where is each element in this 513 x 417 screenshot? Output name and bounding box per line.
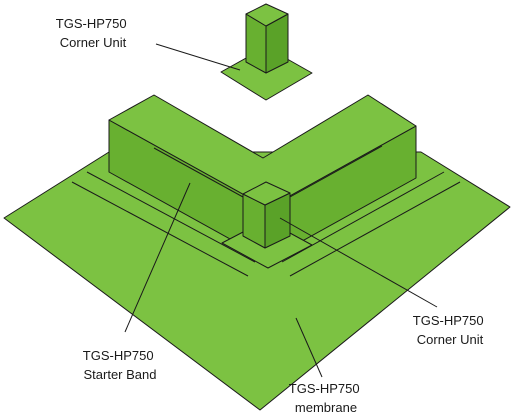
- label-corner-unit-top-line2: Corner Unit: [60, 35, 127, 50]
- leader-starter-band: [124, 182, 191, 333]
- label-membrane: TGS-HP750 membrane: [289, 381, 363, 415]
- membrane-overlap-left: [86, 171, 256, 263]
- starter-band: [108, 94, 417, 261]
- installed-corner-unit-top-face: [242, 181, 291, 206]
- label-membrane-line2: membrane: [295, 400, 357, 415]
- label-corner-unit-right-line2: Corner Unit: [417, 332, 484, 347]
- label-corner-unit-top: TGS-HP750 Corner Unit: [56, 16, 130, 50]
- installed-corner-unit: [221, 181, 313, 269]
- label-starter-band-line1: TGS-HP750: [83, 348, 154, 363]
- label-membrane-line1: TGS-HP750: [289, 381, 360, 396]
- label-corner-unit-right: TGS-HP750 Corner Unit: [413, 313, 487, 347]
- leader-membrane: [295, 317, 323, 378]
- label-starter-band: TGS-HP750 Starter Band: [83, 348, 157, 382]
- starter-band-seam-right: [289, 145, 383, 198]
- membrane-overlap-left-2: [71, 181, 249, 277]
- leader-corner-unit-top: [155, 43, 241, 71]
- label-corner-unit-top-line1: TGS-HP750: [56, 16, 127, 31]
- leader-corner-unit-right: [279, 217, 438, 308]
- starter-band-seam-left: [153, 147, 244, 198]
- membrane-overlap-right-2: [289, 181, 461, 277]
- membrane-sheet: [3, 151, 511, 411]
- detached-corner-unit-top-face: [245, 3, 289, 27]
- label-corner-unit-right-line1: TGS-HP750: [413, 313, 484, 328]
- detached-corner-unit: [220, 3, 313, 101]
- label-starter-band-line2: Starter Band: [84, 367, 157, 382]
